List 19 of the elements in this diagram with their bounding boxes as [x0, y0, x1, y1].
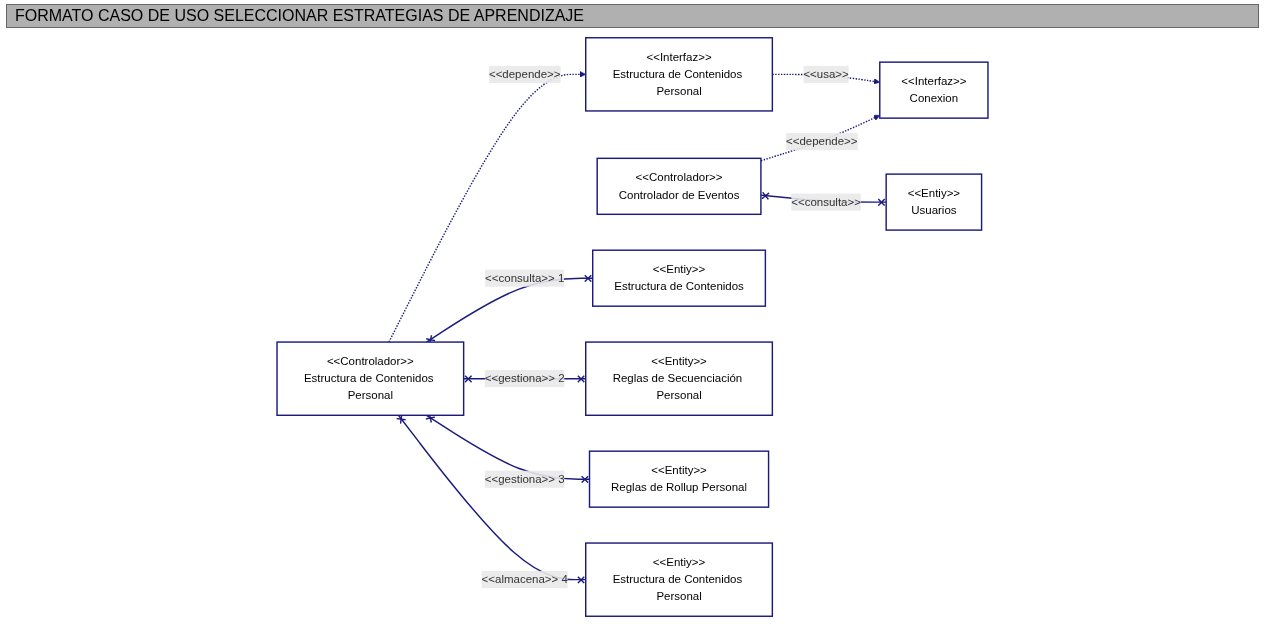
edge-label: <<gestiona>> 3 — [484, 472, 565, 485]
edge-label: <<depende>> — [488, 67, 561, 81]
node-box: <<Entiy>> Estructura de Contenidos Personal — [585, 542, 774, 617]
edge-label: <<consulta>> 1 — [485, 271, 565, 284]
arrow — [388, 71, 586, 343]
edge-label: <<depende>> — [786, 135, 858, 148]
node-box: <<Controlador>> Estructura de Contenidos Personal — [276, 341, 465, 416]
edge-label: <<consulta>> — [791, 195, 861, 208]
node-box: <<Interfaz>> Conexion — [879, 61, 989, 119]
node-box: <<Entity>> Reglas de Secuenciación Personal — [585, 341, 774, 416]
diagram-title: FORMATO CASO DE USO SELECCIONAR ESTRATEGIAS DE APRENDIZAJE — [6, 4, 1259, 28]
edge-label: <<almacena>> 4 — [481, 573, 568, 586]
edge-label: <<gestiona>> 2 — [484, 372, 565, 385]
node-box: <<Entiy>> Usuarios — [885, 173, 983, 231]
edge-label: <<usa>> — [803, 67, 849, 81]
node-box: <<Controlador>> Controlador de Eventos — [596, 157, 762, 216]
node-box: <<Entiy>> Estructura de Contenidos — [592, 249, 767, 307]
node-box: <<Interfaz>> Estructura de Contenidos Personal — [585, 37, 774, 112]
node-box: <<Entity>> Reglas de Rollup Personal — [588, 450, 770, 508]
